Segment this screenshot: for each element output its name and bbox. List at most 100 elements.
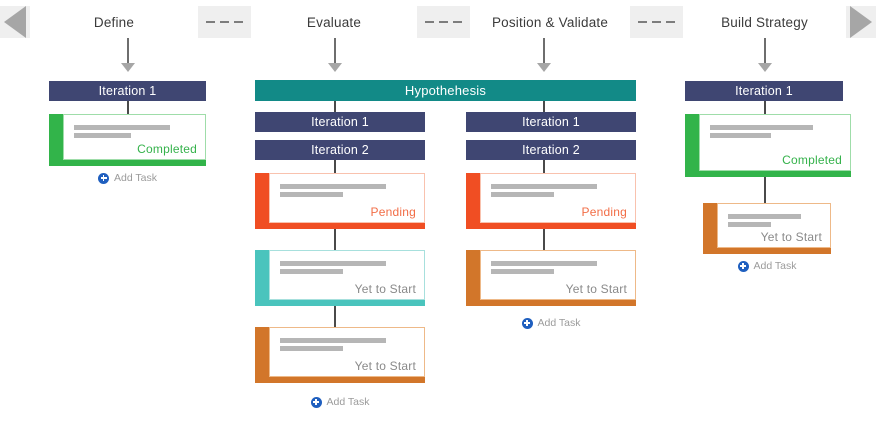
task-card-position-2[interactable]: Yet to Start — [466, 250, 636, 306]
stage-bar: Define Evaluate Position & Validate Buil… — [0, 6, 876, 38]
arrowhead-icon — [328, 63, 342, 72]
arrowhead-icon — [537, 63, 551, 72]
stage-build-strategy[interactable]: Build Strategy — [683, 6, 846, 38]
placeholder-line — [280, 184, 387, 189]
placeholder-line — [728, 222, 772, 227]
arrowhead-icon — [121, 63, 135, 72]
task-placeholder-lines — [491, 184, 627, 200]
stage-separator-2 — [417, 6, 470, 38]
placeholder-line — [74, 125, 170, 130]
dash-icon — [453, 21, 462, 23]
connector-define — [127, 38, 129, 64]
placeholder-line — [491, 184, 598, 189]
placeholder-line — [280, 338, 387, 343]
add-task-label: Add Task — [753, 260, 797, 272]
dash-icon — [425, 21, 434, 23]
dash-icon — [652, 21, 661, 23]
placeholder-line — [710, 133, 771, 138]
task-card-body: Yet to Start — [269, 327, 425, 377]
connector-evaluate-iter-1 — [334, 101, 336, 113]
connector-position-iter-1 — [543, 101, 545, 113]
scroll-right-arrow[interactable] — [846, 6, 876, 38]
placeholder-line — [710, 125, 813, 130]
add-task-position[interactable]: Add Task — [466, 317, 636, 329]
task-placeholder-lines — [491, 261, 627, 277]
task-card-body: Yet to Start — [269, 250, 425, 300]
task-placeholder-lines — [280, 261, 416, 277]
dash-icon — [638, 21, 647, 23]
iteration-bar-position-1[interactable]: Iteration 1 — [466, 112, 636, 132]
task-card-body: Completed — [699, 114, 851, 171]
plus-circle-icon — [98, 172, 109, 184]
iteration-bar-evaluate-2[interactable]: Iteration 2 — [255, 140, 425, 160]
connector-build-card-1 — [764, 101, 766, 115]
stage-position-validate[interactable]: Position & Validate — [470, 6, 630, 38]
connector-evaluate — [334, 38, 336, 64]
triangle-left-icon — [4, 6, 26, 38]
status-badge: Pending — [370, 205, 416, 219]
dash-icon — [234, 21, 243, 23]
status-badge: Yet to Start — [354, 282, 416, 296]
add-task-label: Add Task — [326, 396, 370, 408]
placeholder-line — [728, 214, 802, 219]
dash-icon — [220, 21, 229, 23]
status-badge: Yet to Start — [565, 282, 627, 296]
status-badge: Pending — [581, 205, 627, 219]
status-badge: Yet to Start — [354, 359, 416, 373]
add-task-define[interactable]: Add Task — [49, 172, 206, 184]
connector-evaluate-card-2 — [334, 229, 336, 251]
status-badge: Completed — [137, 142, 197, 156]
stage-define[interactable]: Define — [30, 6, 198, 38]
task-card-body: Yet to Start — [480, 250, 636, 300]
placeholder-line — [74, 133, 131, 138]
connector-position-card-2 — [543, 229, 545, 251]
group-header-hypothesis[interactable]: Hypothehesis — [255, 80, 636, 101]
iteration-bar-build-1[interactable]: Iteration 1 — [685, 81, 843, 101]
connector-build-card-2 — [764, 177, 766, 204]
placeholder-line — [280, 269, 343, 274]
task-card-body: Pending — [480, 173, 636, 223]
connector-build-strategy — [764, 38, 766, 64]
task-card-position-1[interactable]: Pending — [466, 173, 636, 229]
placeholder-line — [280, 346, 343, 351]
task-card-evaluate-2[interactable]: Yet to Start — [255, 250, 425, 306]
add-task-build[interactable]: Add Task — [703, 260, 831, 272]
add-task-evaluate[interactable]: Add Task — [255, 396, 425, 408]
add-task-label: Add Task — [537, 317, 581, 329]
stage-separator-1 — [198, 6, 251, 38]
task-placeholder-lines — [74, 125, 197, 141]
task-placeholder-lines — [280, 338, 416, 354]
iteration-bar-define-1[interactable]: Iteration 1 — [49, 81, 206, 101]
task-card-body: Yet to Start — [717, 203, 831, 248]
triangle-right-icon — [850, 6, 872, 38]
stage-evaluate[interactable]: Evaluate — [251, 6, 417, 38]
iteration-bar-position-2[interactable]: Iteration 2 — [466, 140, 636, 160]
scroll-left-arrow[interactable] — [0, 6, 30, 38]
status-badge: Yet to Start — [760, 230, 822, 244]
status-badge: Completed — [782, 153, 842, 167]
placeholder-line — [491, 269, 554, 274]
task-card-body: Completed — [63, 114, 206, 160]
task-placeholder-lines — [728, 214, 822, 230]
add-task-label: Add Task — [114, 172, 157, 184]
dash-icon — [206, 21, 215, 23]
task-card-evaluate-1[interactable]: Pending — [255, 173, 425, 229]
task-card-build-1[interactable]: Completed — [685, 114, 851, 177]
task-card-body: Pending — [269, 173, 425, 223]
stage-separator-3 — [630, 6, 683, 38]
connector-position-validate — [543, 38, 545, 64]
iteration-bar-evaluate-1[interactable]: Iteration 1 — [255, 112, 425, 132]
placeholder-line — [280, 261, 387, 266]
task-placeholder-lines — [710, 125, 842, 141]
task-card-evaluate-3[interactable]: Yet to Start — [255, 327, 425, 383]
task-card-build-2[interactable]: Yet to Start — [703, 203, 831, 254]
connector-define-card-1 — [127, 101, 129, 115]
plus-circle-icon — [521, 317, 533, 329]
arrowhead-icon — [758, 63, 772, 72]
dash-icon — [439, 21, 448, 23]
connector-evaluate-card-1 — [334, 160, 336, 174]
placeholder-line — [491, 192, 554, 197]
plus-circle-icon — [737, 260, 749, 272]
task-placeholder-lines — [280, 184, 416, 200]
task-card-define-1[interactable]: Completed — [49, 114, 206, 166]
